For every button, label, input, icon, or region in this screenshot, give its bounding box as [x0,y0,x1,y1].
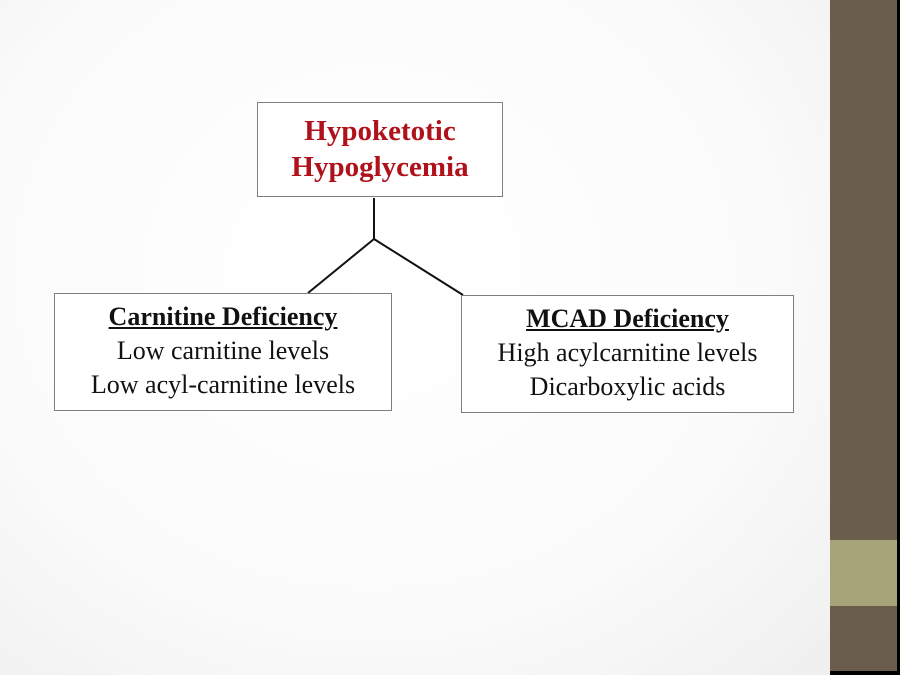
carnitine-deficiency-node: Carnitine Deficiency Low carnitine level… [54,293,392,411]
node-item: Low carnitine levels [116,336,330,365]
connector-right [373,238,464,296]
root-title-line2: Hypoglycemia [291,151,469,183]
node-title: Carnitine Deficiency [108,302,338,331]
root-title-line1: Hypoketotic [304,115,456,147]
connector-left [307,238,375,294]
node-item: Dicarboxylic acids [529,372,726,401]
node-item: High acylcarnitine levels [497,338,758,367]
node-item: Low acyl-carnitine levels [90,370,356,399]
sidebar-accent-block [830,540,897,606]
connector-lines [307,198,464,296]
root-node: Hypoketotic Hypoglycemia [257,102,503,197]
node-title: MCAD Deficiency [526,304,729,333]
mcad-deficiency-node: MCAD Deficiency High acylcarnitine level… [461,295,794,413]
